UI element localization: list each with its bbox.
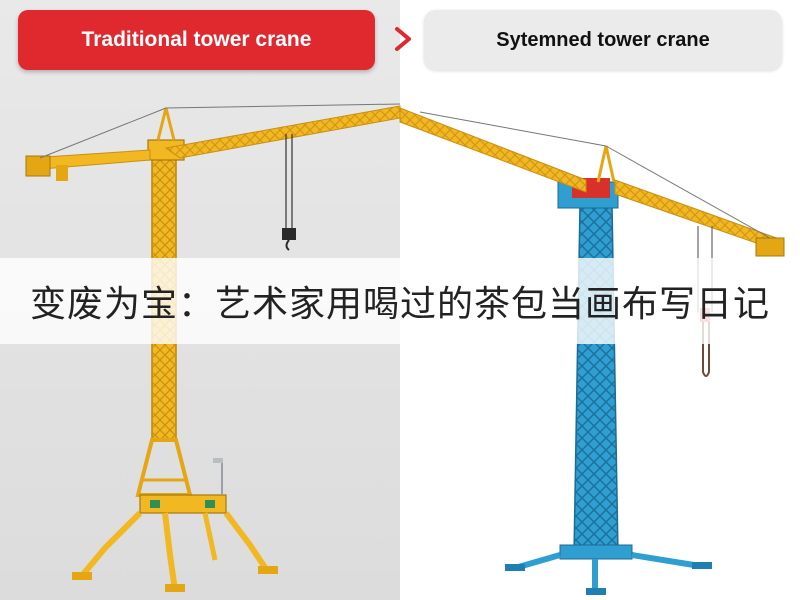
chevron-right-icon (395, 27, 411, 51)
traditional-crane-label: Traditional tower crane (18, 10, 375, 70)
systemed-crane-label: Sytemned tower crane (424, 10, 782, 70)
caption-band (0, 258, 800, 344)
traditional-crane (25, 103, 401, 592)
caption-text: 变废为宝：艺术家用喝过的茶包当画布写日记 (29, 284, 770, 325)
systemed-crane (399, 107, 785, 595)
